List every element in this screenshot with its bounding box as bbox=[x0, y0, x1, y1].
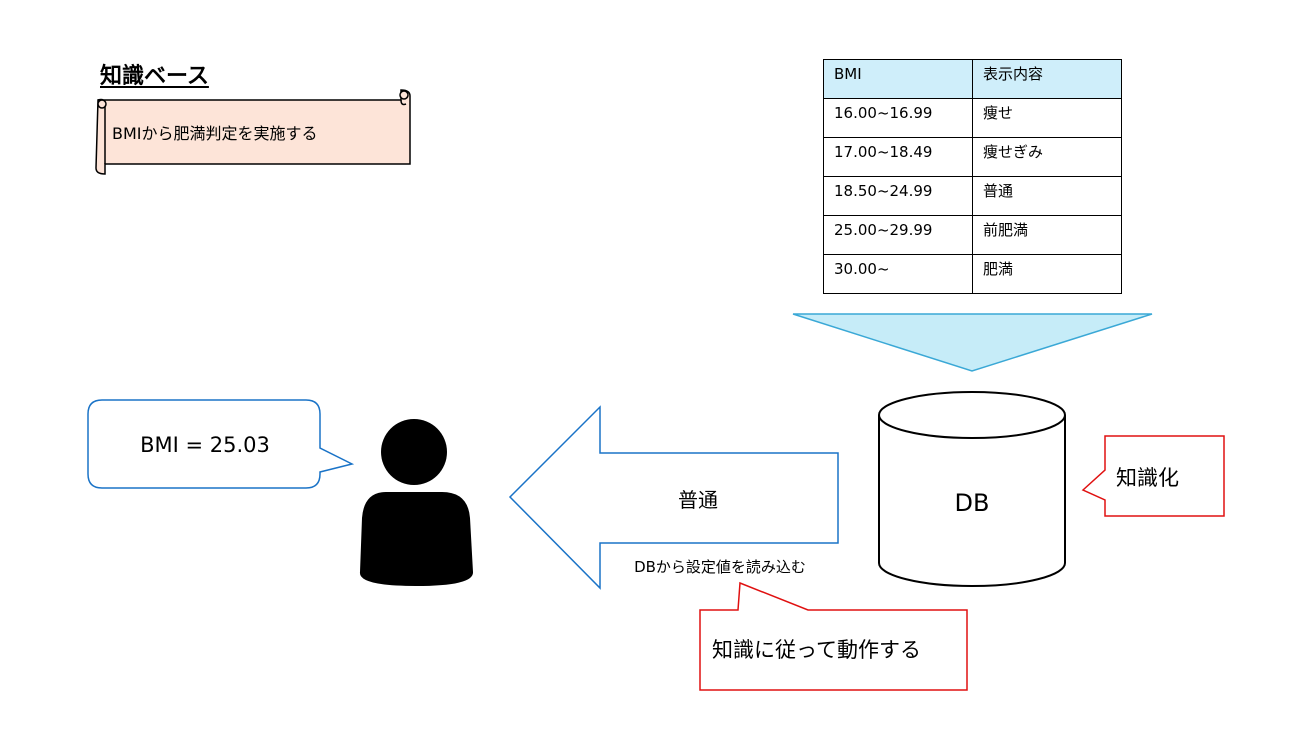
funnel-triangle bbox=[792, 313, 1153, 372]
table-header-row: BMI 表示内容 bbox=[823, 59, 1122, 99]
callout-act-by-knowledge bbox=[699, 581, 968, 691]
table-cell-range: 18.50~24.99 bbox=[823, 176, 973, 216]
table-row: 30.00~ 肥満 bbox=[823, 254, 1122, 294]
table-row: 16.00~16.99 痩せ bbox=[823, 98, 1122, 138]
arrow-sublabel: DBから設定値を読み込む bbox=[634, 558, 806, 576]
database-cylinder bbox=[878, 391, 1066, 587]
table-header-bmi: BMI bbox=[823, 59, 973, 99]
table-cell-label: 肥満 bbox=[972, 254, 1122, 294]
scroll-text: BMIから肥満判定を実施する bbox=[112, 124, 318, 143]
arrow-label: 普通 bbox=[678, 488, 718, 512]
knowledge-base-title: 知識ベース bbox=[100, 64, 209, 89]
read-arrow bbox=[508, 405, 839, 590]
callout-knowledge-ize bbox=[1081, 435, 1225, 517]
callout-knowledge-ize-text: 知識化 bbox=[1116, 466, 1179, 490]
knowledge-scroll bbox=[95, 89, 411, 175]
person-icon bbox=[359, 419, 474, 586]
table-cell-label: 前肥満 bbox=[972, 215, 1122, 255]
callout-act-by-knowledge-text: 知識に従って動作する bbox=[712, 638, 921, 662]
table-cell-range: 30.00~ bbox=[823, 254, 973, 294]
table-cell-range: 17.00~18.49 bbox=[823, 137, 973, 177]
table-row: 17.00~18.49 痩せぎみ bbox=[823, 137, 1122, 177]
table-cell-range: 16.00~16.99 bbox=[823, 98, 973, 138]
bmi-table: BMI 表示内容 16.00~16.99 痩せ 17.00~18.49 痩せぎみ… bbox=[823, 59, 1122, 294]
database-label: DB bbox=[955, 489, 990, 517]
user-speech-text: BMI = 25.03 bbox=[140, 433, 270, 457]
table-header-display: 表示内容 bbox=[972, 59, 1122, 99]
user-speech-bubble bbox=[87, 399, 355, 489]
table-cell-label: 痩せ bbox=[972, 98, 1122, 138]
table-row: 18.50~24.99 普通 bbox=[823, 176, 1122, 216]
